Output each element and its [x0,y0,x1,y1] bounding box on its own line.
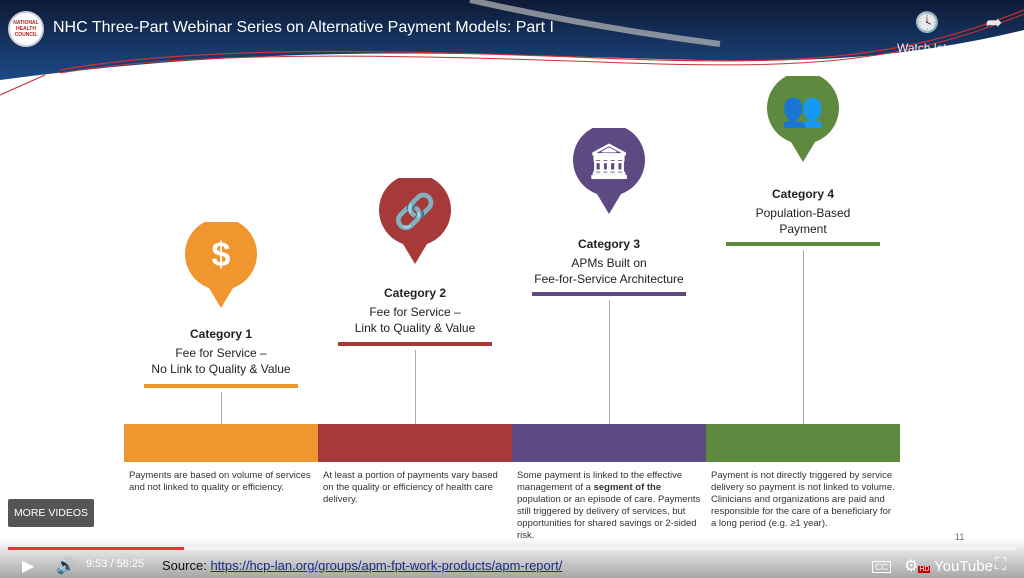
player-controls [0,538,1024,578]
volume-button[interactable]: 🔊 [56,558,76,575]
time-display: 9:53 / 56:25 [86,558,145,570]
arrow-line [803,250,804,424]
category-bar [706,424,900,462]
captions-button[interactable]: CC [872,561,891,573]
youtube-logo[interactable]: YouTube [934,558,993,575]
category-description: Payments are based on volume of services… [129,470,311,493]
more-videos-button[interactable]: MORE VIDEOS [8,499,94,527]
channel-logo[interactable]: NATIONAL HEALTH COUNCIL [8,11,44,47]
category-pin: 🔗 [379,174,451,264]
category-label: Category 3 APMs Built on Fee-for-Service… [534,237,684,286]
video-header [0,0,1024,110]
video-title[interactable]: NHC Three-Part Webinar Series on Alterna… [53,19,554,36]
slide-page-number: 11 [955,532,965,542]
settings-button[interactable]: ⚙HD [904,558,931,575]
building-icon: 🏛 [587,143,631,181]
category-label: Category 4 Population-Based Payment [755,187,851,236]
category-label: Category 1 Fee for Service – No Link to … [151,327,291,376]
share-button[interactable]: ➦Share [978,12,1011,55]
arrow-line [221,392,222,424]
category-pin: $ [185,218,257,308]
category-description: At least a portion of payments vary base… [323,470,498,505]
category-bar [124,424,318,462]
play-button[interactable]: ▶ [22,558,35,575]
category-bar [512,424,706,462]
source-line: Source: https://hcp-lan.org/groups/apm-f… [162,558,563,573]
link-icon: 🔗 [393,193,437,231]
progress-fill [8,547,185,550]
progress-bar[interactable] [8,547,1016,550]
category-description: Some payment is linked to the effective … [517,470,701,541]
category-pin: 🏛 [573,124,645,214]
category-underline [144,384,298,388]
category-label: Category 2 Fee for Service – Link to Qua… [354,286,476,335]
arrow-line [609,300,610,424]
category-pin: 👥 [767,72,839,162]
category-underline [338,342,492,346]
category-description: Payment is not directly triggered by ser… [711,470,895,529]
fullscreen-button[interactable]: ⛶ [995,556,1007,573]
arrow-line [415,350,416,424]
category-underline [532,292,686,296]
category-underline [726,242,880,246]
share-icon: ➦ [985,12,1003,34]
dollar-icon: $ [211,236,231,274]
category-bar [318,424,512,462]
clock-icon: 🕓 [914,12,940,34]
watch-later-button[interactable]: 🕓Watch later [897,12,958,55]
people-icon: 👥 [781,91,825,129]
source-link[interactable]: https://hcp-lan.org/groups/apm-fpt-work-… [210,558,563,573]
